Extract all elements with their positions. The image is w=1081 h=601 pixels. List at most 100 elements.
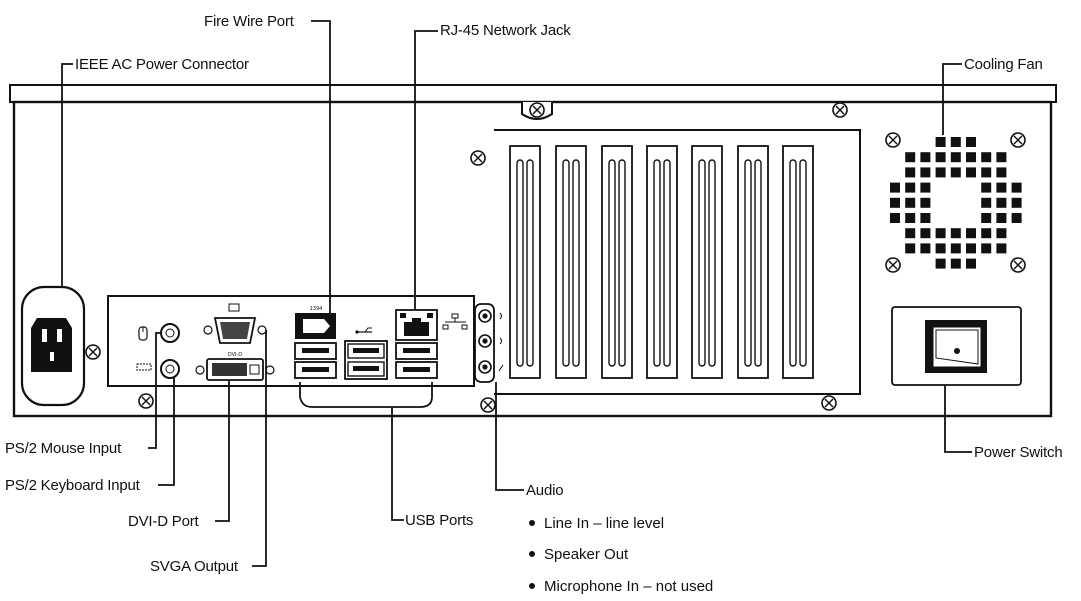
fan-vent-hole xyxy=(950,243,961,254)
slot-vent xyxy=(754,159,762,367)
fan-vent-hole xyxy=(996,197,1007,208)
slot-vent xyxy=(562,159,570,367)
screw-icon xyxy=(821,395,837,411)
fan-vent-hole xyxy=(996,213,1007,223)
screw-icon xyxy=(480,397,496,413)
slot-cover xyxy=(555,145,587,379)
fan-vent-hole xyxy=(905,167,916,178)
label-power-switch: Power Switch xyxy=(974,444,1063,462)
fan-vent-hole xyxy=(920,167,931,178)
label-audio: Audio xyxy=(526,482,564,500)
screw-icon xyxy=(1010,132,1026,148)
fan-vent-hole xyxy=(890,213,900,223)
dvi-mark: DVI-D xyxy=(228,352,242,358)
usb-ports-right xyxy=(395,342,438,379)
fan-vent-hole xyxy=(890,182,900,193)
dvi-port: DVI-D xyxy=(195,352,275,381)
screw-icon xyxy=(885,132,901,148)
ps2-mouse-port xyxy=(138,323,180,343)
ps2-keyboard-port xyxy=(136,359,180,379)
fan-vent-hole xyxy=(981,228,992,239)
screw-icon xyxy=(85,344,101,360)
slot-vent xyxy=(608,159,616,367)
fan-vent-hole xyxy=(966,152,976,163)
fan-vent-hole xyxy=(1011,182,1022,193)
network-icon xyxy=(442,313,468,330)
fan-vent-hole xyxy=(996,243,1007,254)
leader-lines xyxy=(61,20,972,567)
audio-item-line-in: Line In – line level xyxy=(529,515,664,533)
label-fire-wire-port: Fire Wire Port xyxy=(204,13,294,31)
fan-vent-hole xyxy=(920,197,931,208)
fan-vent-hole xyxy=(905,197,916,208)
fan-vent-hole xyxy=(905,152,916,163)
slot-cover xyxy=(691,145,723,379)
screw-icon xyxy=(138,393,154,409)
fan-vent-hole xyxy=(920,182,931,193)
fan-vent-hole xyxy=(1011,197,1022,208)
bullet-icon xyxy=(529,551,535,557)
slot-vent xyxy=(799,159,807,367)
label-svga-output: SVGA Output xyxy=(150,558,238,576)
slot-cover xyxy=(601,145,633,379)
fan-vent-hole xyxy=(950,167,961,178)
slot-vent xyxy=(516,159,524,367)
fan-vent-hole xyxy=(996,228,1007,239)
power-switch xyxy=(891,306,1022,386)
fan-vent-hole xyxy=(935,137,946,147)
slot-vent xyxy=(708,159,716,367)
label-ac-power-connector: IEEE AC Power Connector xyxy=(75,56,249,74)
slot-vent xyxy=(744,159,752,367)
fan-vent-hole xyxy=(950,228,961,239)
fan-vent-hole xyxy=(981,213,992,223)
fan-vent-hole xyxy=(950,137,961,147)
expansion-slots xyxy=(509,145,814,379)
fan-vent-hole xyxy=(966,228,976,239)
fan-vent-hole xyxy=(905,228,916,239)
svga-port xyxy=(203,303,267,344)
fan-vent-hole xyxy=(905,243,916,254)
label-dvi-d-port: DVI-D Port xyxy=(128,513,199,531)
bullet-icon xyxy=(529,520,535,526)
label-ps2-keyboard-input: PS/2 Keyboard Input xyxy=(5,477,140,495)
fan-vent-hole xyxy=(920,152,931,163)
audio-item-microphone-in: Microphone In – not used xyxy=(529,578,713,596)
slot-vent xyxy=(618,159,626,367)
slot-vent xyxy=(698,159,706,367)
slot-cover xyxy=(646,145,678,379)
slot-cover xyxy=(737,145,769,379)
fan-vent-hole xyxy=(966,258,976,269)
firewire-port: 1394 xyxy=(295,306,336,339)
fan-vent-hole xyxy=(935,243,946,254)
fan-vent-hole xyxy=(935,167,946,178)
slot-vent xyxy=(572,159,580,367)
fan-vent-hole xyxy=(1011,213,1022,223)
fan-vent-hole xyxy=(966,243,976,254)
slot-vent xyxy=(653,159,661,367)
label-rj45-network-jack: RJ-45 Network Jack xyxy=(440,22,571,40)
usb-ports-left xyxy=(294,342,337,379)
fan-vent-hole xyxy=(981,152,992,163)
screw-icon xyxy=(529,102,545,118)
usb-ports-middle xyxy=(344,327,388,380)
audio-jacks xyxy=(474,303,504,383)
fan-vent-hole xyxy=(920,228,931,239)
ac-power-connector xyxy=(20,285,86,407)
fan-vent-hole xyxy=(905,182,916,193)
fan-vent-hole xyxy=(996,182,1007,193)
cooling-fan-grille xyxy=(890,137,1022,269)
slot-vent xyxy=(789,159,797,367)
bullet-icon xyxy=(529,583,535,589)
label-ps2-mouse-input: PS/2 Mouse Input xyxy=(5,440,122,458)
fan-vent-hole xyxy=(981,243,992,254)
slot-vent xyxy=(526,159,534,367)
fan-vent-hole xyxy=(935,258,946,269)
screw-icon xyxy=(470,150,486,166)
fan-vent-hole xyxy=(905,213,916,223)
rj45-port xyxy=(395,309,438,341)
label-usb-ports: USB Ports xyxy=(405,512,474,530)
slot-cover xyxy=(509,145,541,379)
slot-vent xyxy=(663,159,671,367)
